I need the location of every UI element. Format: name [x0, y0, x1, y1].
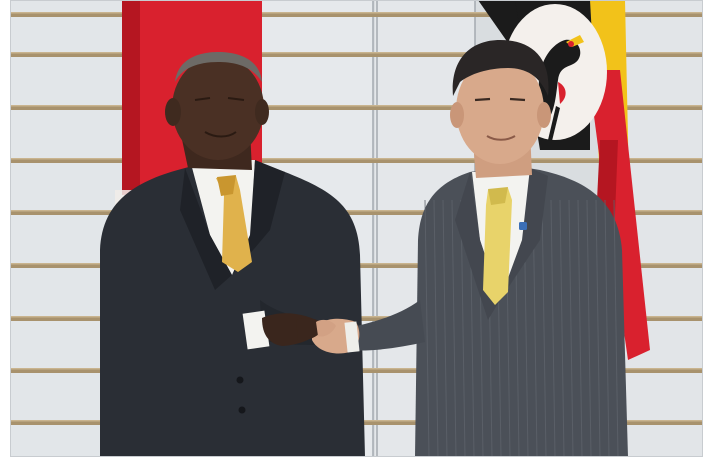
wall-rail-highlight [10, 52, 703, 54]
wall-rail-highlight [10, 158, 703, 160]
person-right-tie [483, 188, 512, 305]
pinstripe [451, 199, 457, 457]
crane-emblem [538, 35, 584, 141]
pinstripe [541, 199, 547, 457]
wall-rail [10, 158, 703, 163]
pinstripe [613, 199, 619, 457]
lapel-pin [519, 222, 527, 230]
wall-rail-highlight [10, 210, 703, 212]
pinstripe [559, 199, 565, 457]
pinstripe [604, 199, 610, 457]
person-right [312, 40, 628, 457]
wall-rail [10, 12, 703, 17]
pinstripe [424, 199, 430, 457]
pinstripe [550, 199, 556, 457]
person-left-tie [216, 176, 252, 272]
wall-rail-highlight [10, 12, 703, 14]
person-left [100, 52, 365, 457]
person-right-hair [452, 40, 549, 96]
pinstripe [586, 199, 592, 457]
pinstripe [433, 199, 439, 457]
wall-rail [10, 105, 703, 110]
pinstripe [577, 199, 583, 457]
wall-rail-highlight [10, 105, 703, 107]
wall-rail [10, 210, 703, 215]
person-left-head [172, 56, 264, 160]
pinstripe [595, 199, 601, 457]
pinstripe [442, 199, 448, 457]
handshake [296, 318, 336, 341]
person-right-head [456, 56, 544, 164]
wall-rail [10, 52, 703, 57]
pinstripe [568, 199, 574, 457]
pinstripe [460, 199, 466, 457]
person-left-suit [100, 160, 365, 457]
